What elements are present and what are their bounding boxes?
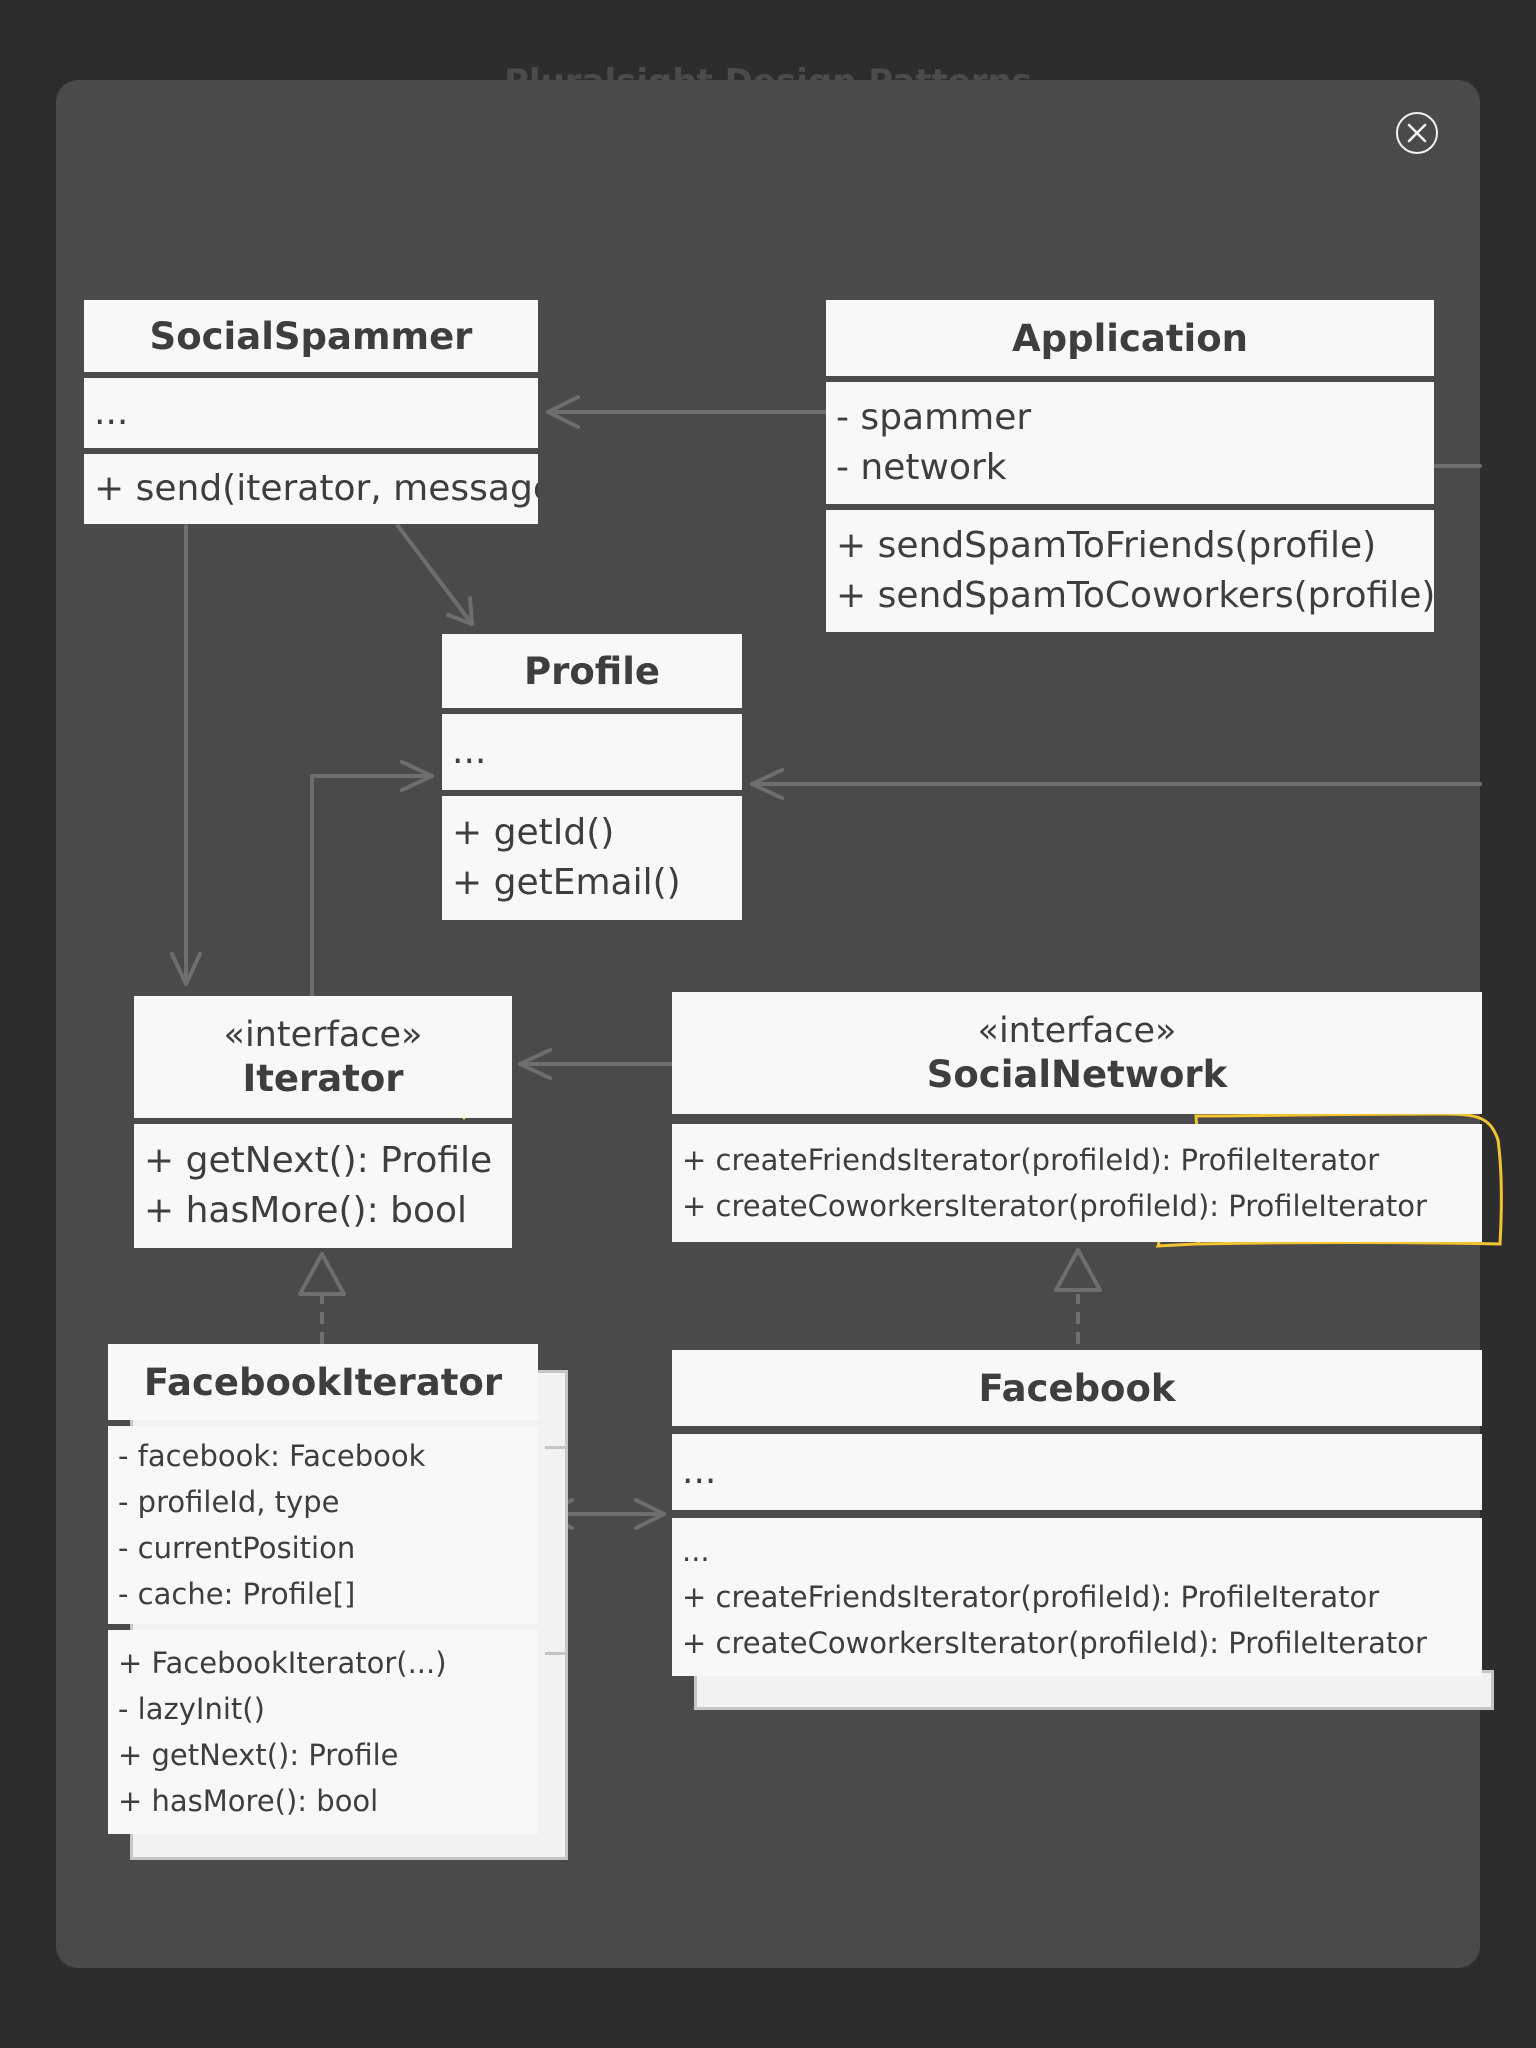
class-application-fields: - spammer - network bbox=[826, 382, 1434, 504]
method: + getEmail() bbox=[452, 862, 681, 903]
method: + sendSpamToFriends(profile) bbox=[836, 525, 1377, 566]
class-profile-fields: ... bbox=[442, 714, 742, 790]
method: + getNext(): Profile bbox=[118, 1738, 399, 1772]
method: + createFriendsIterator(profileId): Prof… bbox=[682, 1143, 1380, 1177]
class-facebook-fields: ... bbox=[672, 1434, 1482, 1510]
interface-iterator-methods: + getNext(): Profile + hasMore(): bool bbox=[134, 1124, 512, 1248]
stereotype: «interface» bbox=[223, 1014, 423, 1055]
method: + FacebookIterator(...) bbox=[118, 1646, 447, 1680]
class-facebookiterator-fields: - facebook: Facebook - profileId, type -… bbox=[108, 1426, 538, 1624]
method: + getId() bbox=[452, 812, 615, 853]
class-application-header: Application bbox=[826, 300, 1434, 376]
class-name: Application bbox=[1011, 316, 1248, 360]
class-socialspammer-methods: + send(iterator, message) bbox=[84, 454, 538, 524]
interface-socialnetwork-methods: + createFriendsIterator(profileId): Prof… bbox=[672, 1124, 1482, 1242]
realization-arrowhead-network bbox=[1054, 1248, 1102, 1292]
method: + createFriendsIterator(profileId): Prof… bbox=[682, 1580, 1380, 1614]
class-facebook-header: Facebook bbox=[672, 1350, 1482, 1426]
method: + createCoworkersIterator(profileId): Pr… bbox=[682, 1189, 1427, 1223]
close-button[interactable] bbox=[1396, 112, 1438, 154]
method: + sendSpamToCoworkers(profile) bbox=[836, 575, 1434, 616]
method: ... bbox=[682, 1534, 710, 1568]
class-profile-header: Profile bbox=[442, 634, 742, 708]
realization-arrowhead-iterator bbox=[298, 1252, 346, 1296]
stereotype: «interface» bbox=[977, 1010, 1177, 1051]
class-facebook-methods: ... + createFriendsIterator(profileId): … bbox=[672, 1518, 1482, 1676]
field: - cache: Profile[] bbox=[118, 1577, 356, 1611]
close-circle-x-icon bbox=[1407, 123, 1427, 143]
class-profile-methods: + getId() + getEmail() bbox=[442, 796, 742, 920]
facebookiterator-shadow-divider bbox=[545, 1652, 565, 1655]
interface-name: Iterator bbox=[242, 1056, 404, 1100]
class-name: SocialSpammer bbox=[149, 314, 473, 358]
field: - network bbox=[836, 447, 1007, 488]
method: + createCoworkersIterator(profileId): Pr… bbox=[682, 1626, 1427, 1660]
method: + send(iterator, message) bbox=[94, 468, 538, 509]
dependency-iterator-profile bbox=[310, 774, 434, 996]
field: - currentPosition bbox=[118, 1531, 356, 1565]
class-facebookiterator-methods: + FacebookIterator(...) - lazyInit() + g… bbox=[108, 1630, 538, 1834]
interface-socialnetwork-header: «interface» SocialNetwork bbox=[672, 992, 1482, 1114]
class-application-methods: + sendSpamToFriends(profile) + sendSpamT… bbox=[826, 510, 1434, 632]
class-socialspammer-header: SocialSpammer bbox=[84, 300, 538, 372]
class-socialspammer-fields: ... bbox=[84, 378, 538, 448]
class-name: Profile bbox=[524, 649, 660, 693]
field: ... bbox=[94, 392, 129, 433]
field: - facebook: Facebook bbox=[118, 1439, 426, 1473]
class-name: FacebookIterator bbox=[143, 1360, 503, 1404]
method: + getNext(): Profile bbox=[144, 1140, 493, 1181]
facebookiterator-shadow-divider bbox=[545, 1446, 565, 1449]
interface-iterator-header: «interface» Iterator bbox=[134, 996, 512, 1118]
field: - profileId, type bbox=[118, 1485, 340, 1519]
interface-name: SocialNetwork bbox=[926, 1052, 1228, 1096]
method: - lazyInit() bbox=[118, 1692, 265, 1726]
field: - spammer bbox=[836, 397, 1032, 438]
field: ... bbox=[452, 731, 487, 772]
facebook-shadow bbox=[694, 1670, 1494, 1710]
dependency-spammer-profile bbox=[396, 524, 474, 626]
class-name: Facebook bbox=[978, 1366, 1176, 1410]
class-facebookiterator-header: FacebookIterator bbox=[108, 1344, 538, 1420]
method: + hasMore(): bool bbox=[118, 1784, 379, 1818]
field: ... bbox=[682, 1451, 717, 1492]
method: + hasMore(): bool bbox=[144, 1190, 468, 1231]
